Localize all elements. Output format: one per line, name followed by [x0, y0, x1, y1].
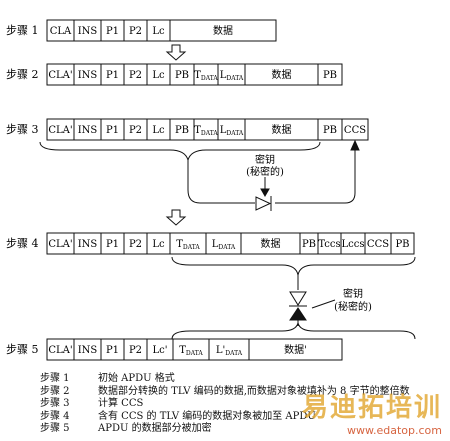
caption-row: 步骤 2 数据部分转换的 TLV 编码的数据,而数据对象被填补为 8 字节的整倍数 — [40, 386, 440, 399]
insert-arrow-icon — [165, 44, 187, 61]
cell-label: P1 — [106, 345, 119, 356]
cell-label: Lc' — [153, 345, 168, 356]
cell-label: P2 — [129, 239, 142, 250]
cell-label: P1 — [106, 70, 119, 81]
cell-label: P1 — [106, 125, 119, 136]
key-label-secret: (秘密的) — [334, 300, 372, 313]
arrow-down-icon — [260, 188, 270, 198]
arrow-up-icon — [350, 139, 360, 151]
cell-label: Lc — [152, 70, 165, 81]
caption-text: 数据部分转换的 TLV 编码的数据,而数据对象被填补为 8 字节的整倍数 — [98, 385, 410, 397]
key-label-secret: (秘密的) — [246, 165, 284, 178]
mac-device-icon — [255, 196, 272, 211]
cell-label: 数据 — [261, 237, 281, 250]
cell-label: Lc — [152, 125, 165, 136]
cell-label: P1 — [106, 239, 119, 250]
brace-step4 — [171, 256, 416, 276]
step-label: 步骤 3 — [6, 123, 39, 136]
caption-row: 步骤 5 APDU 的数据部分被加密 — [40, 423, 440, 436]
cell-label: INS — [78, 70, 98, 81]
caption-step: 步骤 4 — [40, 410, 70, 422]
step-label: 步骤 5 — [6, 343, 39, 356]
cell-label: P2 — [129, 70, 142, 81]
cell-label: 数据 — [272, 123, 292, 136]
caption-row: 步骤 4 含有 CCS 的 TLV 编码的数据对象被加至 APDU — [40, 411, 440, 424]
cell-label: INS — [78, 26, 98, 37]
apdu-cell — [169, 19, 277, 42]
key-labels: 密钥 (秘密的) 密钥 (秘密的) — [246, 153, 372, 313]
step-label: 步骤 2 — [6, 68, 39, 81]
connectors — [39, 44, 416, 340]
caption-step: 步骤 1 — [40, 373, 70, 384]
cell-label: Lc — [152, 26, 165, 37]
cell-label: CCS — [344, 125, 366, 136]
cell-label: 数据 — [213, 24, 233, 37]
cell-label: PB — [323, 70, 337, 81]
insert-arrow-icon — [165, 209, 187, 226]
cell-label: CLA' — [48, 239, 72, 250]
cell-label: CLA' — [48, 70, 72, 81]
watermark: 易迪拓培训 www.edatop.com — [302, 387, 442, 437]
encrypt-device-icon — [289, 291, 307, 306]
cell-label: Lccs — [342, 239, 365, 250]
key-label: 密钥 — [255, 153, 275, 166]
cell-label: PB — [175, 125, 189, 136]
step-label: 步骤 1 — [6, 24, 39, 37]
cell-label: 数据 — [272, 68, 292, 81]
watermark-logo: 易迪拓培训 — [301, 393, 442, 423]
cell-label: PB — [395, 239, 409, 250]
cell-label: PB — [302, 239, 316, 250]
caption-text: APDU 的数据部分被加密 — [98, 423, 212, 434]
caption-step: 步骤 3 — [40, 398, 70, 409]
cell-label: 数据' — [284, 343, 307, 356]
caption-list: 步骤 1 初始 APDU 格式 步骤 2 数据部分转换的 TLV 编码的数据,而数据… — [40, 373, 440, 436]
caption-text: 含有 CCS 的 TLV 编码的数据对象被加至 APDU — [98, 410, 316, 422]
cell-label: INS — [78, 239, 98, 250]
caption-row: 步骤 1 初始 APDU 格式 — [40, 373, 440, 386]
caption-step: 步骤 2 — [40, 385, 70, 397]
brace-step3 — [39, 141, 321, 162]
cell-label: Lc — [152, 239, 165, 250]
brace-step5 — [171, 322, 416, 340]
cell-label: P1 — [106, 26, 119, 37]
apdu-cell — [390, 232, 415, 255]
key-line — [311, 299, 336, 309]
caption-step: 步骤 5 — [40, 423, 70, 434]
watermark-url: www.edatop.com — [347, 424, 442, 437]
cell-label: Tccs — [318, 239, 340, 250]
key-label: 密钥 — [343, 287, 363, 300]
cell-label: CLA — [50, 26, 72, 37]
step-row: 步骤 1 CLA INS P1 P2 Lc 数据 — [6, 19, 277, 42]
caption-row: 步骤 3 计算 CCS — [40, 398, 440, 411]
mac-flow-line — [275, 146, 356, 204]
apdu-cell — [317, 63, 343, 86]
cell-label: CLA' — [48, 125, 72, 136]
caption-text: 初始 APDU 格式 — [98, 373, 175, 384]
cell-label: P2 — [129, 26, 142, 37]
cell-label: PB — [323, 125, 337, 136]
cell-label: P2 — [129, 345, 142, 356]
cell-label: CLA' — [48, 345, 72, 356]
cell-label: INS — [78, 125, 98, 136]
encrypt-device-solid-icon — [289, 307, 307, 321]
caption-text: 计算 CCS — [98, 398, 144, 409]
cell-label: CCS — [367, 239, 389, 250]
mac-flow-line — [187, 160, 255, 204]
step-label: 步骤 4 — [6, 237, 39, 250]
apdu-cell — [248, 338, 343, 361]
cell-label: PB — [175, 70, 189, 81]
cell-label: P2 — [129, 125, 142, 136]
cell-label: INS — [78, 345, 98, 356]
